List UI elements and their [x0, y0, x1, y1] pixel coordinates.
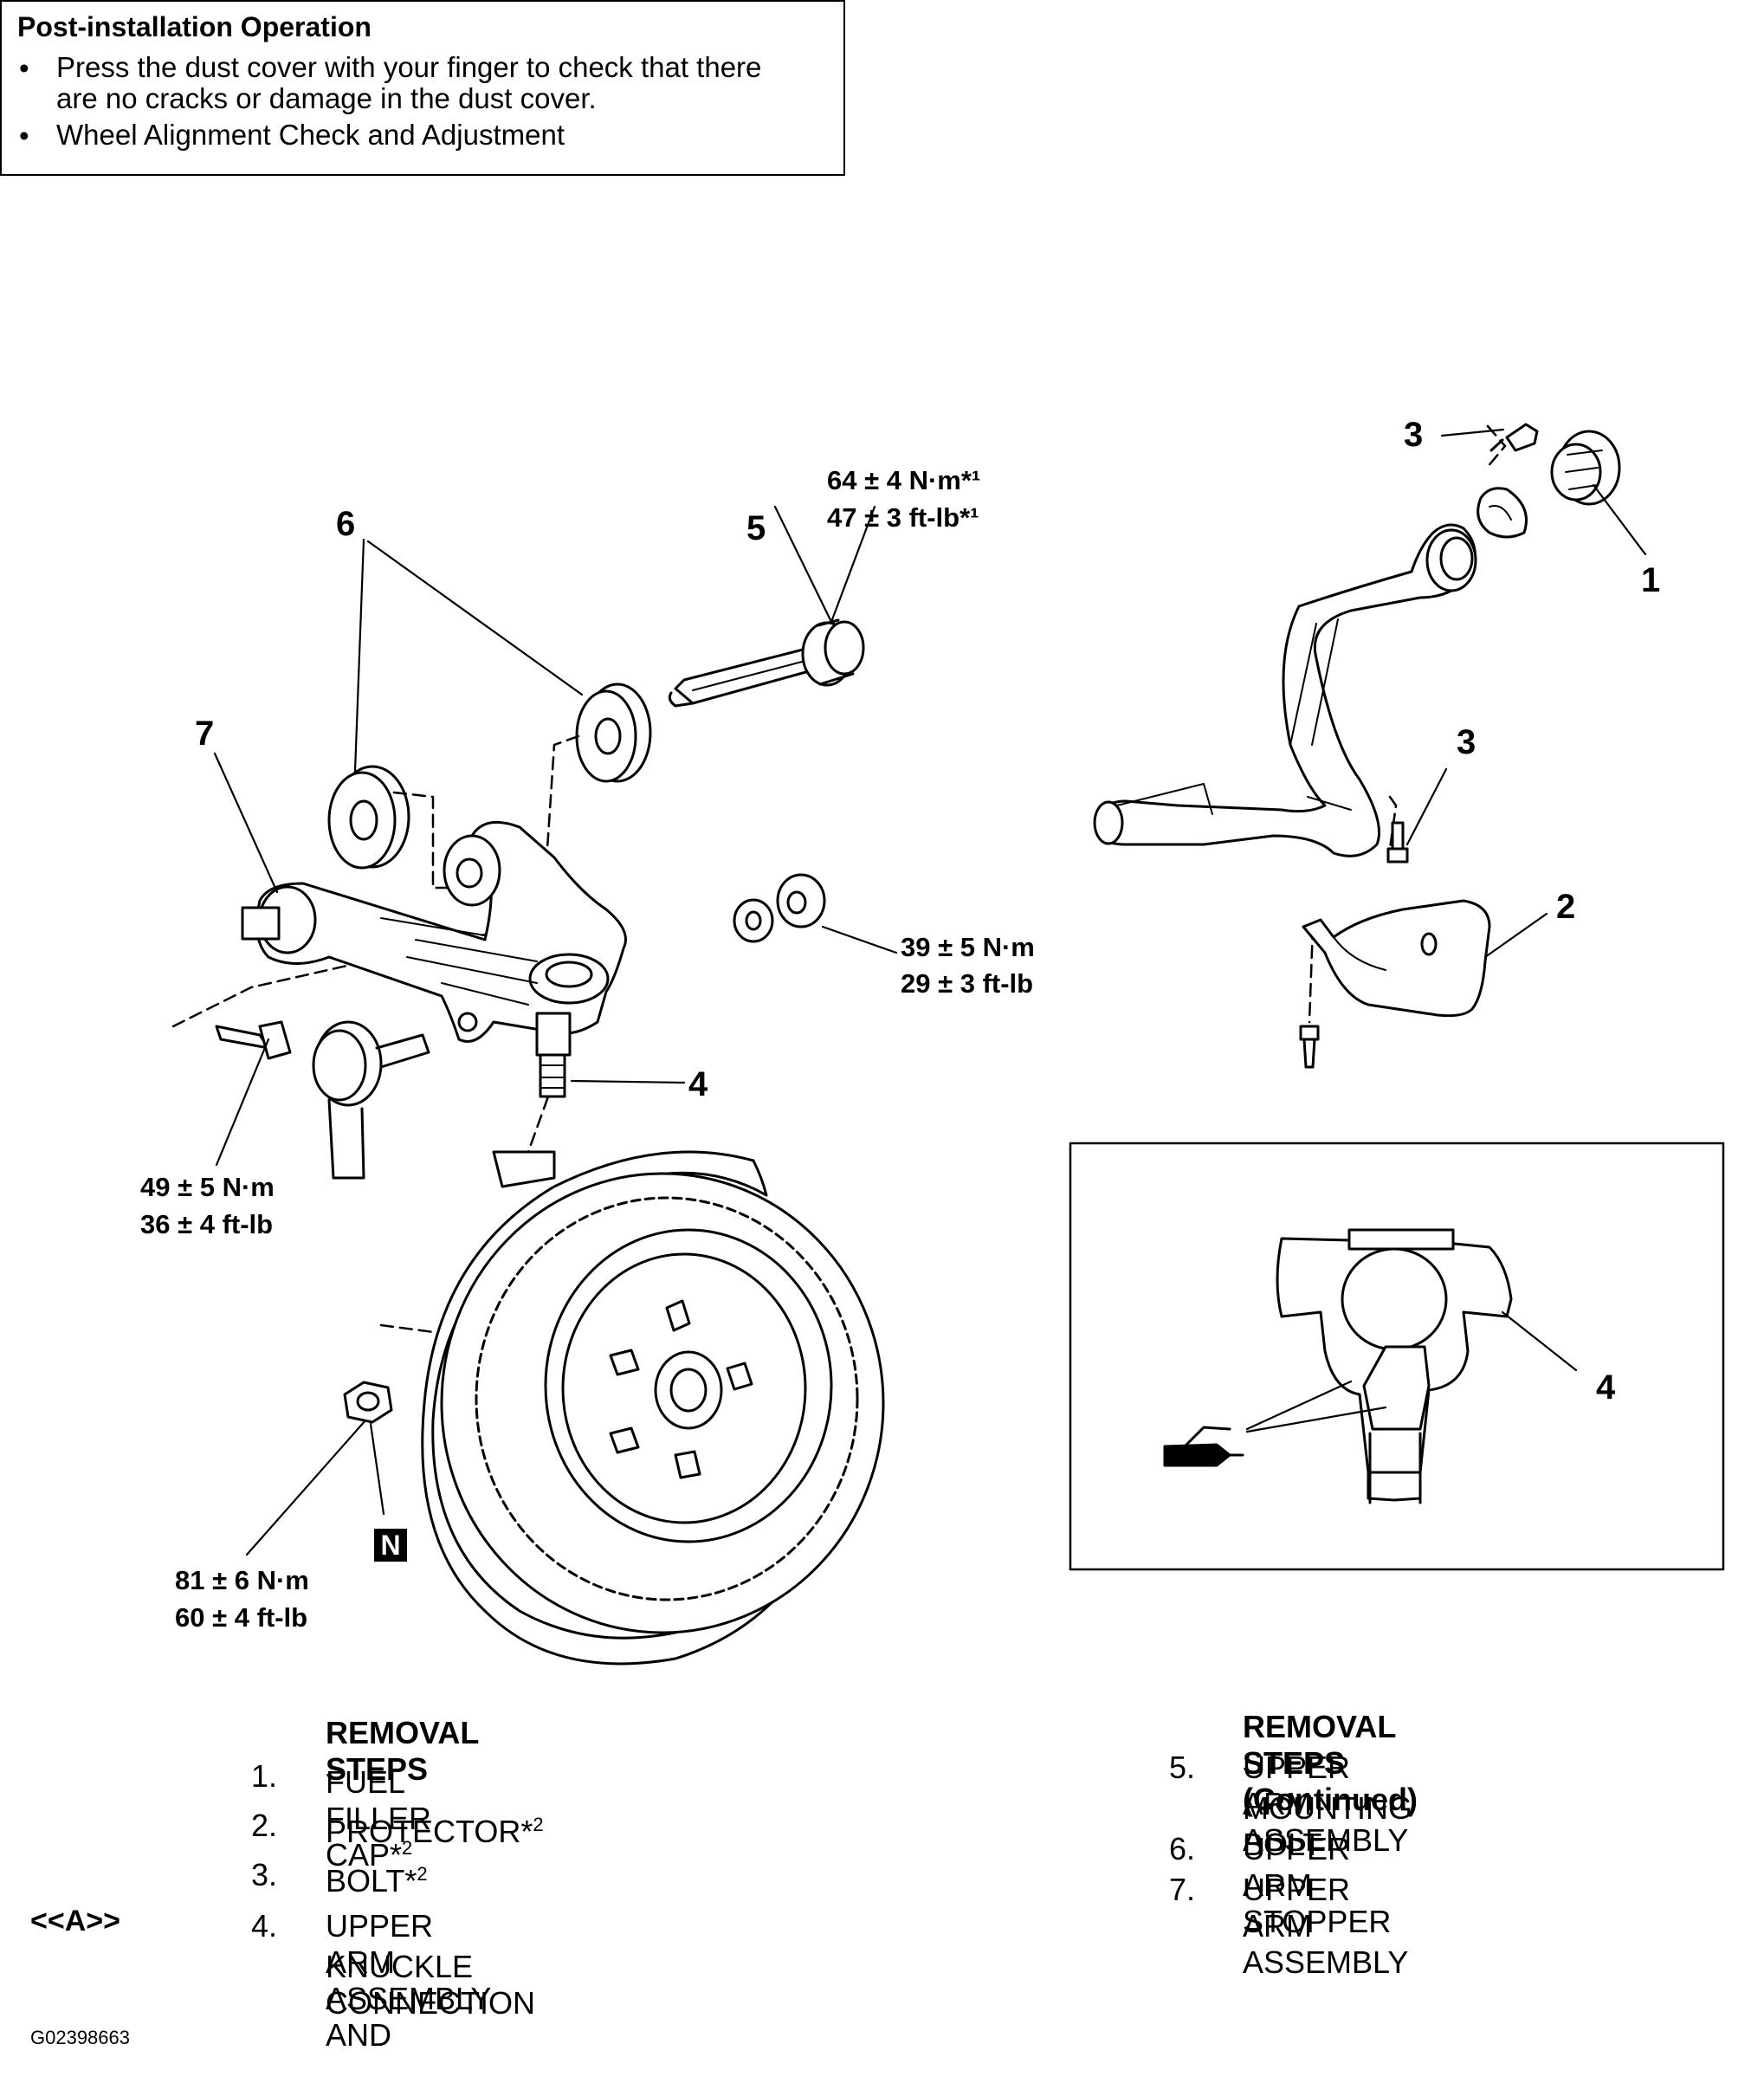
figure-id: G02398663	[30, 2027, 130, 2048]
step-text: PROTECTOR*2	[326, 1814, 544, 1849]
torque-bolt49-nm: 49 ± 5 N·m	[140, 1172, 275, 1202]
step-text: UPPER ARM ASSEMBLY AND	[326, 1908, 491, 2053]
torque-bolt5-nm: 64 ± 4 N·m*¹	[827, 465, 981, 495]
bullet-dot: •	[19, 52, 29, 84]
protector	[1302, 899, 1491, 1018]
detail-ball-joint	[1276, 1228, 1513, 1504]
stabilizer-link	[312, 1020, 430, 1180]
knuckle-nut	[343, 1381, 393, 1424]
step-text: UPPER ARM ASSEMBLY	[1243, 1872, 1409, 1980]
step-text: UPPER ARM STOPPER	[1243, 1831, 1392, 1939]
callout-4: 4	[688, 1065, 708, 1103]
callout-6: 6	[336, 505, 356, 543]
step-text-line-2: KNUCKLE CONNECTION	[326, 1949, 535, 2021]
cap-tether-ring	[1476, 487, 1528, 539]
callout-4-inset: 4	[1596, 1368, 1616, 1407]
callout-3-bottom: 3	[1457, 723, 1476, 761]
ball-joint-stud	[535, 1012, 572, 1098]
mounting-bolt	[668, 618, 865, 708]
step-number: 1.	[251, 1758, 278, 1794]
torque-bolt49-ftlb: 36 ± 4 ft-lb	[140, 1209, 274, 1239]
torque-nut81-nm: 81 ± 6 N·m	[175, 1565, 309, 1595]
fuel-filler-cap	[1550, 430, 1621, 506]
bullet-1-line-1: Press the dust cover with your finger to…	[56, 51, 762, 83]
step-number: 3.	[251, 1857, 278, 1892]
step-text-line-2: MOUNTING BOLT	[1243, 1790, 1412, 1862]
step-number: 7.	[1169, 1872, 1196, 1907]
protector-bolt	[1299, 1025, 1320, 1069]
upper-arm-assembly	[241, 820, 627, 1043]
removal-steps-heading: REMOVAL STEPS	[326, 1715, 479, 1787]
bolt-lower	[1386, 821, 1409, 864]
callout-5: 5	[746, 509, 766, 547]
torque-bolt5-ftlb: 47 ± 3 ft-lb*¹	[827, 502, 979, 533]
knuckle-bolt	[215, 1020, 292, 1060]
step-text: BOLT*2	[326, 1863, 428, 1899]
step-number: 4.	[251, 1908, 278, 1944]
brake-disc-hub	[421, 1150, 885, 1666]
callout-3-top: 3	[1404, 416, 1424, 454]
ball-joint-nut	[733, 873, 826, 943]
post-installation-title: Post-installation Operation	[17, 11, 372, 42]
torque-nut39-ftlb: 29 ± 3 ft-lb	[901, 968, 1034, 999]
step-number: 6.	[1169, 1831, 1196, 1866]
step-number: 2.	[251, 1808, 278, 1843]
step-text: FUEL FILLER CAP*2	[326, 1764, 432, 1873]
callout-2: 2	[1556, 888, 1576, 926]
bolt-upper	[1489, 423, 1539, 452]
post-installation-box: Post-installation Operation • Press the …	[0, 0, 845, 176]
callout-7: 7	[195, 715, 215, 753]
bullet-1-line-2: are no cracks or damage in the dust cove…	[56, 82, 597, 114]
torque-nut81-ftlb: 60 ± 4 ft-lb	[175, 1602, 308, 1633]
removal-steps-continued-heading: REMOVAL STEPS (Continued)	[1243, 1709, 1418, 1817]
upper-arm-stopper-washers	[327, 682, 652, 870]
step-text: UPPER ARM ASSEMBLY	[1243, 1750, 1409, 1858]
grease-gun-icon	[1163, 1426, 1244, 1467]
callout-1: 1	[1641, 561, 1661, 599]
n-mark-badge: N	[374, 1529, 407, 1562]
torque-nut39-nm: 39 ± 5 N·m	[901, 932, 1035, 962]
marker-a: <<A>>	[30, 1905, 120, 1937]
bullet-2: Wheel Alignment Check and Adjustment	[56, 119, 565, 151]
step-number: 5.	[1169, 1750, 1196, 1785]
leader-lines	[213, 428, 1647, 1556]
bullet-dot: •	[19, 120, 29, 152]
fuel-filler-neck	[1093, 523, 1477, 857]
